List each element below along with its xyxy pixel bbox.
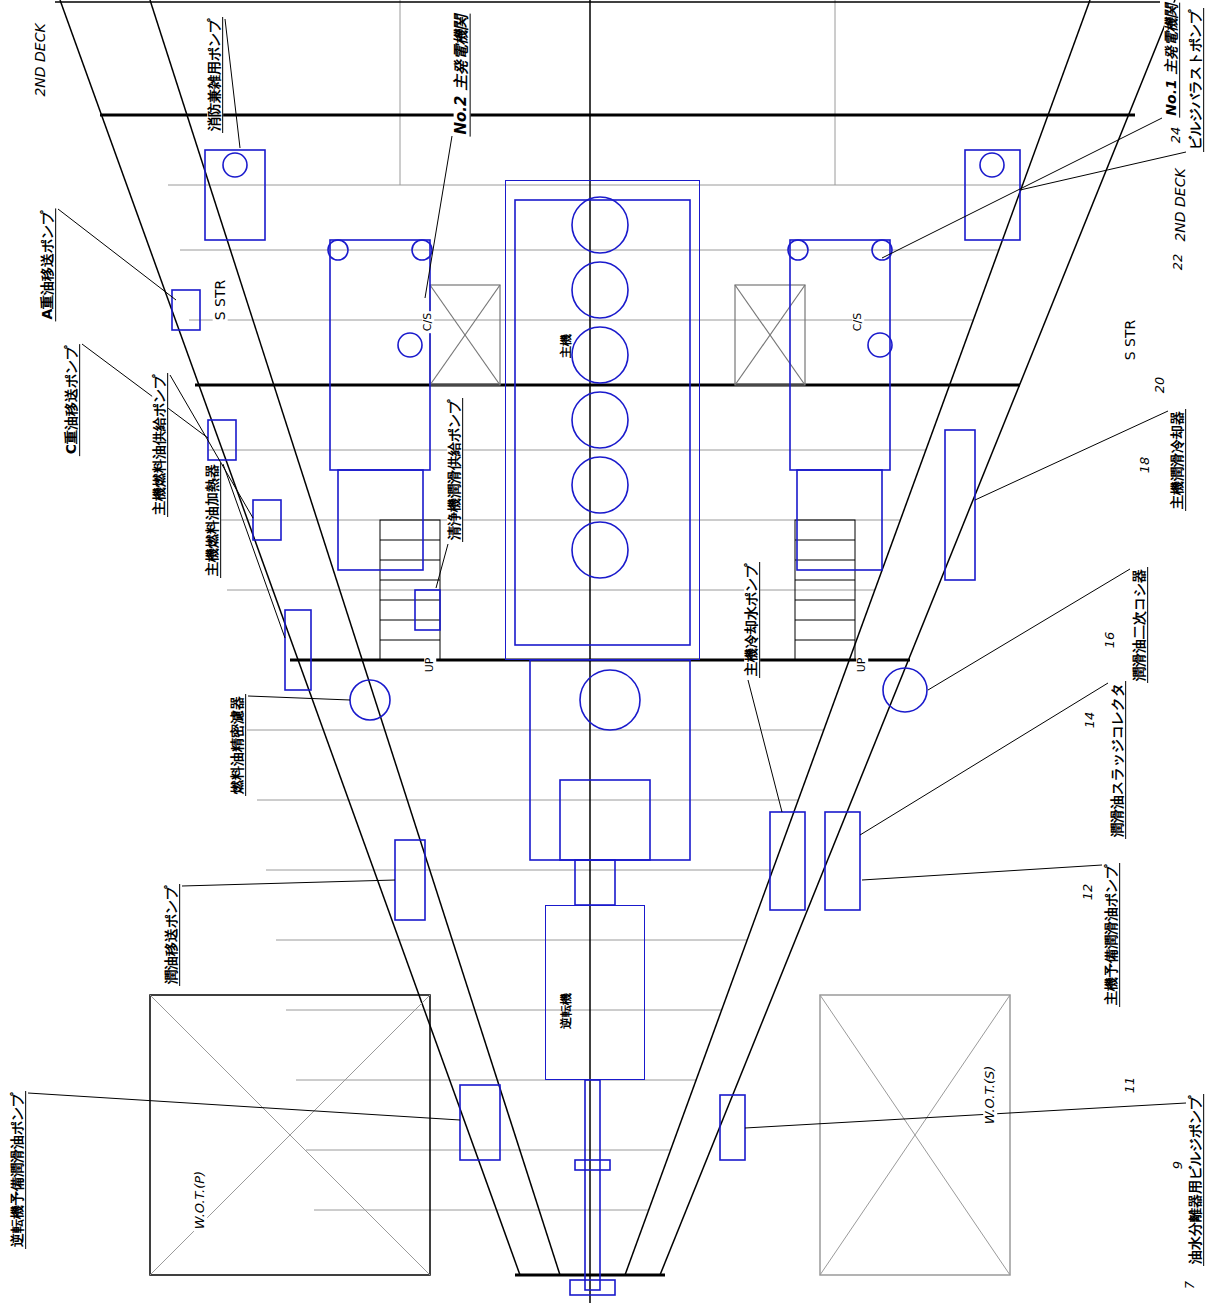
equipment-label: 清浄機潤滑供給ポンプ [447,398,463,542]
equipment-label: 主機予備潤滑油ポンプ [1104,863,1120,1007]
reverse-gear-box: 逆転機 [545,905,645,1080]
frame-number: 9 [1171,1159,1185,1171]
deck-label: 2ND DECK [1173,166,1188,243]
equipment-label: C重油移送ポンプ [64,344,80,456]
frame-number: 16 [1103,630,1117,651]
equipment-label: 主機燃料油加熱器 [205,462,221,578]
frame-number: 12 [1081,882,1095,903]
equipment-label: 潤油移送ポンプ [164,884,180,986]
equipment-label: 潤滑油スラッジコレクタ [1110,681,1126,839]
frame-number: 18 [1138,455,1152,476]
equipment-label: No.1 主発電機関 [1164,2,1180,117]
frame-number: 20 [1153,375,1167,396]
tank-label: W.O.T.(P) [193,1169,207,1231]
tank-label: W.O.T.(S) [983,1064,997,1127]
equipment-label: 逆転機予備潤滑油ポンプ [10,1091,26,1249]
frame-number: 7 [1183,1279,1197,1291]
frame-number: 11 [1123,1075,1137,1096]
deck-label: 2ND DECK [33,21,48,98]
equipment-label: 潤滑油二次コシ器 [1132,567,1148,683]
node-title: 逆転機 [560,993,573,1029]
frame-number: 14 [1083,710,1097,731]
frame-number: 22 [1171,252,1185,273]
mark-label: C/S [852,311,864,333]
equipment-label: ビルジバラストポンプ [1188,8,1204,152]
equipment-label: 燃料油精密濾器 [230,694,246,796]
frame-number: 24 [1169,125,1183,146]
deck-label: S STR [1123,318,1138,363]
equipment-label: 主機燃料油供給ポンプ [152,373,168,517]
deck-label: S STR [213,278,228,323]
mark-label: UP [424,656,436,675]
mark-label: C/S [422,311,434,333]
equipment-label: 主機潤滑冷却器 [1170,409,1186,511]
equipment-label: 主機冷却水ポンプ [744,562,760,678]
equipment-label: No.2 主発電機関 [454,13,471,136]
equipment-label: 油水分離器用ビルジポンプ [1188,1094,1204,1266]
mark-label: UP [856,656,868,675]
node-title: 主機 [560,334,573,358]
main-engine-box: 主機 [505,180,700,660]
equipment-label: 消防兼雑用ポンプ [207,17,223,133]
equipment-label: A重油移送ポンプ [40,209,56,322]
